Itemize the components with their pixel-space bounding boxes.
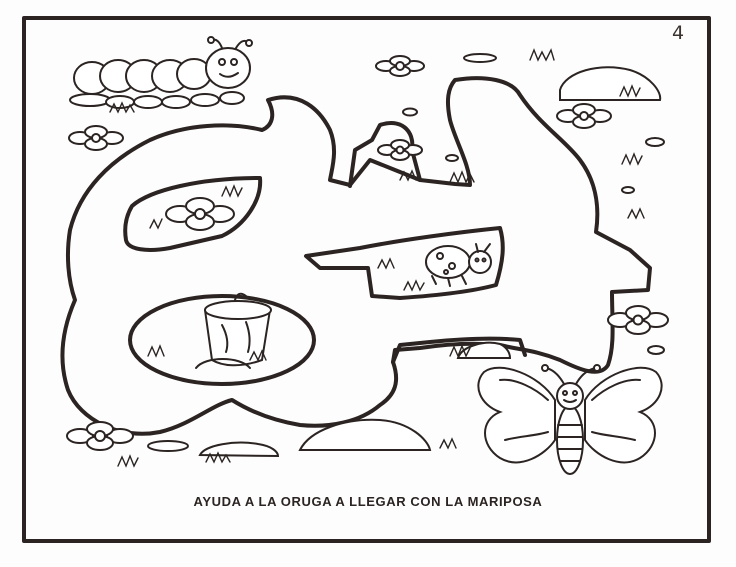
maze-island-stump	[128, 294, 316, 386]
rock-icon	[456, 341, 512, 359]
flower-icon	[375, 55, 425, 77]
rock-icon	[298, 418, 432, 451]
caterpillar-icon[interactable]	[69, 36, 253, 109]
page-border	[22, 16, 711, 543]
maze-island-ladybug	[304, 226, 505, 300]
flower-icon	[556, 103, 612, 129]
page-number: 4	[672, 22, 685, 44]
rock-icon	[559, 66, 662, 101]
pebble-icon	[645, 137, 665, 147]
maze-wall-bottom	[391, 336, 527, 364]
tree-stump-icon	[195, 292, 272, 369]
flower-icon	[377, 139, 423, 161]
flower-icon	[607, 305, 669, 335]
flower-icon	[66, 421, 134, 451]
maze-path-outline[interactable]	[60, 76, 652, 436]
instruction-text: AYUDA A LA ORUGA A LLEGAR CON LA MARIPOS…	[193, 494, 543, 509]
flower-icon	[165, 197, 235, 231]
pebble-icon	[402, 107, 418, 117]
pebble-icon	[147, 440, 189, 452]
pebble-icon	[445, 154, 459, 162]
pebble-icon	[621, 186, 635, 194]
butterfly-icon[interactable]	[477, 364, 663, 475]
ladybug-icon	[425, 243, 492, 287]
pebble-icon	[647, 345, 665, 355]
flower-icon	[68, 125, 124, 151]
pebble-icon	[463, 53, 497, 63]
rock-icon	[198, 441, 280, 458]
maze-island-flowers	[123, 176, 263, 252]
grass-icon	[109, 48, 645, 468]
